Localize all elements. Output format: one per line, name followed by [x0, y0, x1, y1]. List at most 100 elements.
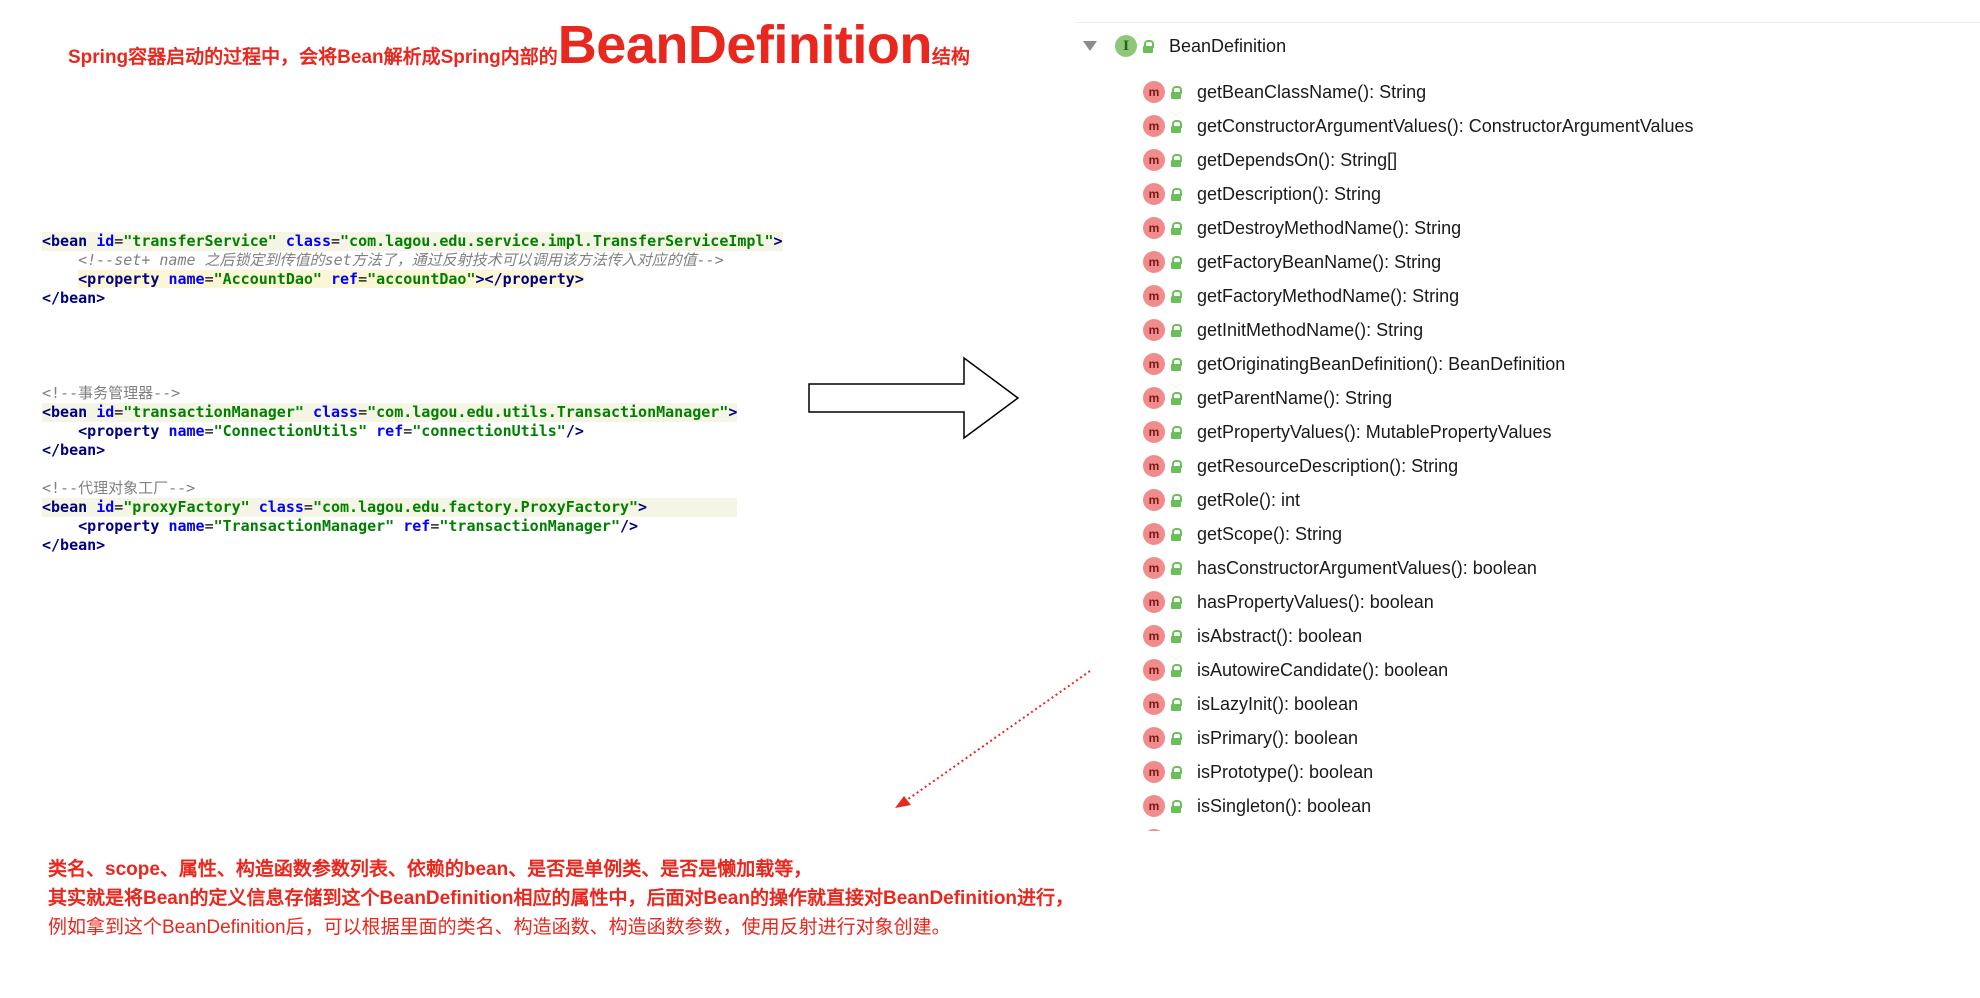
method-icon: m [1143, 693, 1165, 715]
method-icon: m [1143, 319, 1165, 341]
xml-tag: </bean> [42, 536, 106, 554]
method-icon: m [1143, 523, 1165, 545]
method-item[interactable]: m isSingleton(): boolean [1143, 789, 1694, 823]
xml-tag: /> [620, 517, 639, 535]
method-icon: m [1143, 387, 1165, 409]
unlock-icon [1171, 120, 1182, 133]
code-line: <property name="ConnectionUtils" ref="co… [42, 422, 737, 441]
xml-tag: <property [78, 270, 169, 288]
note-line-1: 类名、scope、属性、构造函数参数列表、依赖的bean、是否是单例类、是否是懒… [48, 859, 813, 880]
method-icon: m [1143, 251, 1165, 273]
method-icon: m [1143, 183, 1165, 205]
xml-tag: </bean> [42, 441, 106, 459]
xml-space [367, 422, 376, 440]
code-line: </bean> [42, 536, 737, 555]
explanation-note: 类名、scope、属性、构造函数参数列表、依赖的bean、是否是单例类、是否是懒… [48, 855, 1074, 942]
method-label: getDescription(): String [1197, 183, 1382, 204]
title-prefix: Spring容器启动的过程中，会将Bean解析成Spring内部的 [68, 47, 558, 68]
xml-tag: <bean [42, 403, 97, 421]
interface-icon: I [1115, 35, 1137, 57]
code-line: </bean> [42, 441, 737, 460]
method-label: getBeanClassName(): String [1197, 81, 1427, 102]
method-icon: m [1143, 115, 1165, 137]
method-icon: m [1143, 421, 1165, 443]
xml-eq: = [114, 498, 124, 516]
xml-tag: <bean [42, 498, 97, 516]
method-label: getConstructorArgumentValues(): Construc… [1197, 115, 1694, 136]
method-icon: m [1143, 557, 1165, 579]
xml-attr: id [96, 232, 115, 250]
xml-eq: = [331, 232, 341, 250]
method-item[interactable]: m getDescription(): String [1143, 177, 1694, 211]
method-icon: m [1143, 761, 1165, 783]
unlock-icon [1171, 86, 1182, 99]
method-item[interactable]: m getFactoryBeanName(): String [1143, 245, 1694, 279]
method-label: isSingleton(): boolean [1197, 795, 1372, 816]
method-icon: m [1143, 353, 1165, 375]
structure-panel: I BeanDefinition m getBeanClassName(): St… [1075, 22, 1980, 831]
method-icon: m [1143, 795, 1165, 817]
xml-tag: </bean> [42, 289, 106, 307]
unlock-icon [1171, 460, 1182, 473]
method-item[interactable]: m getScope(): String [1143, 517, 1694, 551]
xml-attr: name [168, 270, 205, 288]
title-suffix: 结构 [931, 47, 970, 68]
expand-triangle-icon[interactable] [1083, 41, 1097, 51]
note-line-2: 其实就是将Bean的定义信息存储到这个BeanDefinition相应的属性中，… [48, 888, 1075, 909]
method-icon: m [1143, 149, 1165, 171]
method-item[interactable]: m getInitMethodName(): String [1143, 313, 1694, 347]
xml-attr: ref [403, 517, 431, 535]
xml-value: "com.lagou.edu.utils.TransactionManager" [367, 403, 729, 421]
method-item[interactable]: m getBeanClassName(): String [1143, 75, 1694, 109]
xml-tag: > [773, 232, 783, 250]
method-item[interactable]: m getConstructorArgumentValues(): Constru… [1143, 109, 1694, 143]
unlock-icon [1171, 766, 1182, 779]
xml-attr: id [96, 498, 115, 516]
method-label: getScope(): String [1197, 523, 1343, 544]
xml-value: "accountDao" [367, 270, 476, 288]
unlock-icon [1171, 426, 1182, 439]
unlock-icon [1171, 256, 1182, 269]
method-label: getInitMethodName(): String [1197, 319, 1424, 340]
unlock-icon [1171, 596, 1182, 609]
unlock-icon [1171, 154, 1182, 167]
xml-attr: class [312, 403, 359, 421]
method-item[interactable]: m getParentName(): String [1143, 381, 1694, 415]
method-icon: m [1143, 829, 1165, 831]
xml-space [304, 403, 313, 421]
xml-eq: = [303, 498, 313, 516]
unlock-icon [1171, 290, 1182, 303]
tree-root-beandefinition[interactable]: I BeanDefinition [1083, 32, 1286, 60]
title-big: BeanDefinition [557, 15, 933, 75]
unlock-icon [1143, 40, 1154, 53]
method-icon: m [1143, 489, 1165, 511]
indent [42, 422, 78, 440]
method-item[interactable]: msetAutowireCandidate(boolean): void [1143, 823, 1694, 831]
method-label: getParentName(): String [1197, 387, 1393, 408]
xml-value: "transactionManager" [123, 403, 304, 421]
method-icon: m [1143, 81, 1165, 103]
unlock-icon [1171, 188, 1182, 201]
code-line: <property name="AccountDao" ref="account… [42, 270, 783, 289]
note-line-3: 例如拿到这个BeanDefinition后，可以根据里面的类名、构造函数、构造函… [48, 917, 951, 938]
code-line: <bean id="proxyFactory" class="com.lagou… [42, 498, 738, 517]
xml-attr: name [168, 422, 205, 440]
method-icon: m [1143, 285, 1165, 307]
xml-space [394, 517, 403, 535]
method-label: getFactoryBeanName(): String [1197, 251, 1442, 272]
unlock-icon [1171, 800, 1182, 813]
